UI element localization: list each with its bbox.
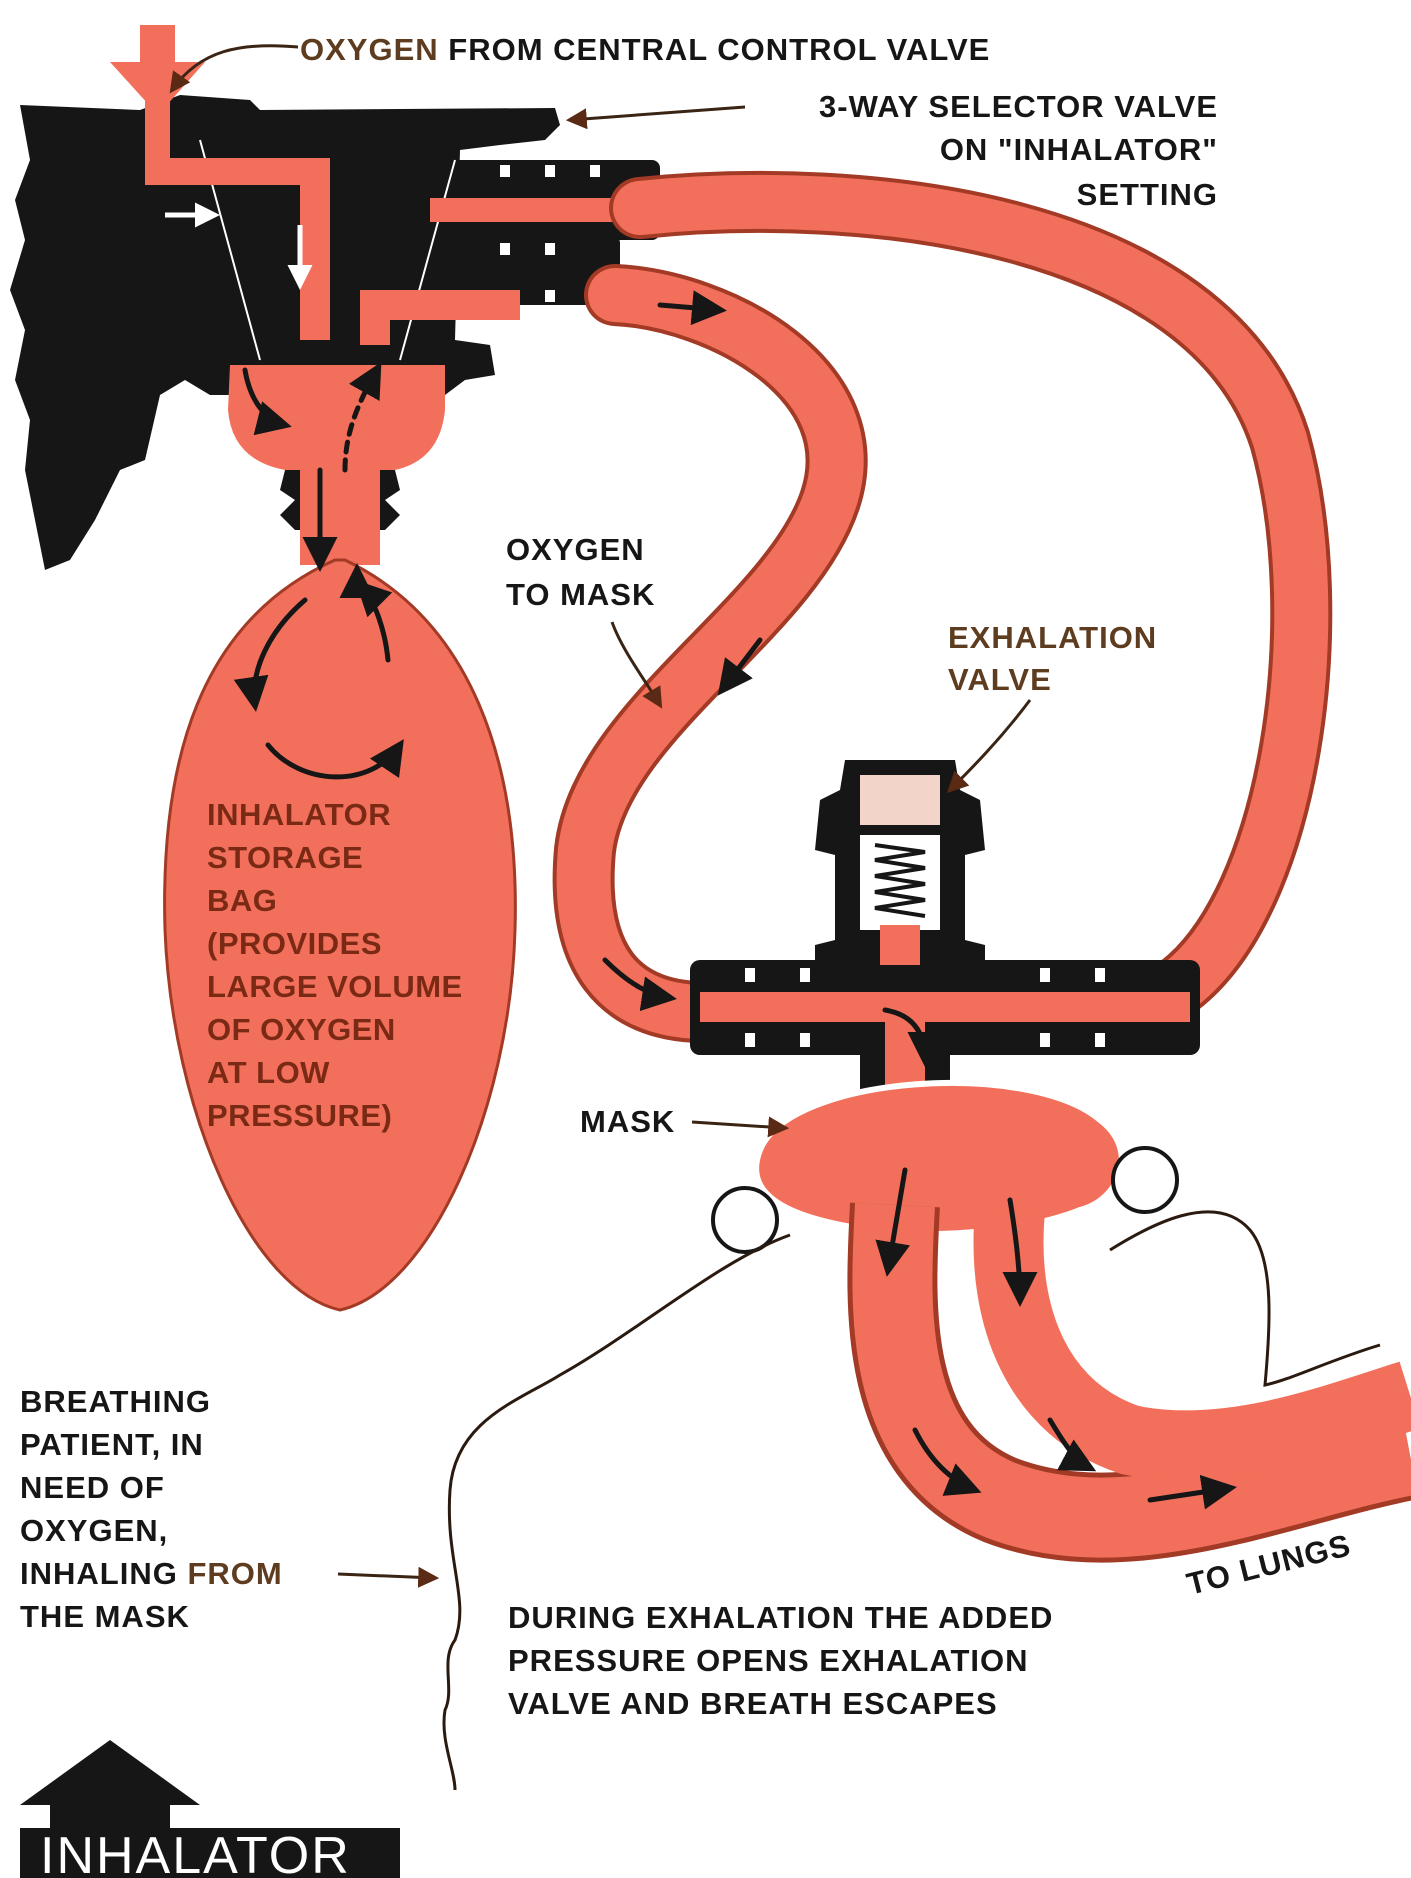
exhalation-valve-label: EXHALATION VALVE bbox=[948, 620, 1157, 697]
valve-cap bbox=[860, 775, 940, 825]
patient-line-3: NEED OF bbox=[20, 1470, 165, 1505]
selector-valve-line-2: ON "INHALATOR" bbox=[940, 132, 1218, 167]
patient-line-4: OXYGEN, bbox=[20, 1513, 168, 1548]
coupling-notch bbox=[500, 243, 510, 255]
oxygen-to-mask-label: OXYGEN TO MASK bbox=[506, 532, 655, 612]
manifold-notch bbox=[745, 1033, 755, 1047]
coupling-notch bbox=[545, 243, 555, 255]
leader-patient bbox=[338, 1574, 435, 1578]
leader-selector-valve bbox=[570, 107, 745, 120]
mode-title-block: INHALATOR bbox=[20, 1740, 400, 1878]
storage-bag-line-1: INHALATOR bbox=[207, 797, 391, 832]
storage-bag-line-8: PRESSURE) bbox=[207, 1098, 392, 1133]
selector-valve-line-3: SETTING bbox=[1077, 177, 1218, 212]
leader-exhalation-valve bbox=[950, 700, 1030, 790]
coupling-notch bbox=[590, 165, 600, 177]
bag-neck bbox=[300, 470, 380, 565]
storage-bag-line-2: STORAGE bbox=[207, 840, 363, 875]
coupling-notch bbox=[545, 165, 555, 177]
oxygen-to-mask-line-1: OXYGEN bbox=[506, 532, 645, 567]
patient-line-6: THE MASK bbox=[20, 1599, 190, 1634]
mask-label: MASK bbox=[580, 1104, 675, 1139]
coupling-notch bbox=[545, 290, 555, 302]
storage-bag-line-5: LARGE VOLUME bbox=[207, 969, 463, 1004]
manifold-notch bbox=[800, 1033, 810, 1047]
manifold-notch bbox=[745, 968, 755, 982]
manifold-notch bbox=[1040, 968, 1050, 982]
storage-bag-line-6: OF OXYGEN bbox=[207, 1012, 396, 1047]
manifold-passage bbox=[700, 992, 1190, 1022]
manifold-notch bbox=[1040, 1033, 1050, 1047]
valve-stem bbox=[880, 925, 920, 965]
manifold-notch bbox=[1095, 1033, 1105, 1047]
manifold-notch bbox=[1095, 968, 1105, 982]
patient-line-1: BREATHING bbox=[20, 1384, 211, 1419]
patient-label: BREATHING PATIENT, IN NEED OF OXYGEN, IN… bbox=[20, 1384, 283, 1634]
exhalation-note-line-1: DURING EXHALATION THE ADDED bbox=[508, 1600, 1053, 1635]
coupling-notch bbox=[500, 165, 510, 177]
mask-cushion-right bbox=[1113, 1148, 1177, 1212]
patient-line-2: PATIENT, IN bbox=[20, 1427, 204, 1462]
mode-title: INHALATOR bbox=[40, 1827, 351, 1878]
selector-valve-line-1: 3-WAY SELECTOR VALVE bbox=[819, 89, 1218, 124]
leader-central-valve bbox=[172, 46, 298, 90]
mask-cushion-left bbox=[713, 1188, 777, 1252]
mode-up-arrow bbox=[20, 1740, 200, 1830]
leader-mask bbox=[692, 1122, 785, 1128]
storage-bag-line-7: AT LOW bbox=[207, 1055, 330, 1090]
airway-upper bbox=[1009, 1210, 1411, 1445]
central-valve-label: OXYGEN FROM CENTRAL CONTROL VALVE bbox=[300, 32, 990, 67]
exhalation-note-line-3: VALVE AND BREATH ESCAPES bbox=[508, 1686, 998, 1721]
storage-bag-line-3: BAG bbox=[207, 883, 277, 918]
manifold-notch bbox=[800, 968, 810, 982]
exhalation-valve-line-1: EXHALATION bbox=[948, 620, 1157, 655]
exhalation-note-line-2: PRESSURE OPENS EXHALATION bbox=[508, 1643, 1029, 1678]
exhalation-note: DURING EXHALATION THE ADDED PRESSURE OPE… bbox=[508, 1600, 1053, 1721]
oxygen-to-mask-hose bbox=[584, 295, 837, 1012]
exhalation-valve-line-2: VALVE bbox=[948, 662, 1052, 697]
patient-line-5: INHALING FROM bbox=[20, 1556, 283, 1591]
valve-chamber bbox=[228, 365, 445, 470]
storage-bag-line-4: (PROVIDES bbox=[207, 926, 382, 961]
exhalation-valve-assembly bbox=[690, 760, 1200, 1252]
oxygen-to-mask-line-2: TO MASK bbox=[506, 577, 655, 612]
